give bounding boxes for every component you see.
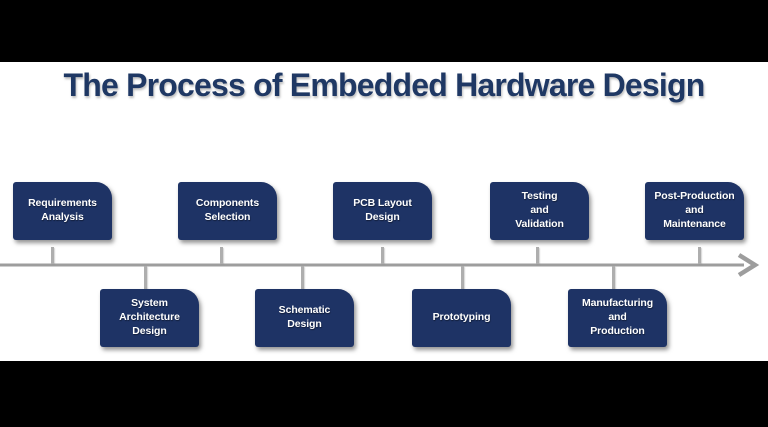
letterbox-bottom-bar — [0, 361, 768, 427]
step-box-post-production-and-maintenance: Post-Production and Maintenance — [645, 182, 744, 240]
step-box-pcb-layout-design: PCB Layout Design — [333, 182, 432, 240]
step-box-testing-and-validation: Testing and Validation — [490, 182, 589, 240]
step-label: Prototyping — [432, 311, 491, 324]
connector-tick — [220, 247, 223, 264]
step-label: PCB Layout Design — [353, 197, 412, 223]
step-label: System Architecture Design — [119, 297, 180, 337]
connector-tick — [536, 247, 539, 264]
step-box-manufacturing-and-production: Manufacturing and Production — [568, 289, 667, 347]
arrowhead-icon — [737, 253, 760, 277]
step-box-components-selection: Components Selection — [178, 182, 277, 240]
step-box-schematic-design: Schematic Design — [255, 289, 354, 347]
step-box-requirements-analysis: Requirements Analysis — [13, 182, 112, 240]
connector-tick — [51, 247, 54, 264]
timeline-arrow — [0, 253, 760, 277]
step-box-system-architecture-design: System Architecture Design — [100, 289, 199, 347]
step-label: Schematic Design — [278, 304, 331, 330]
connector-tick — [301, 266, 304, 291]
connector-tick — [381, 247, 384, 264]
step-label: Testing and Validation — [515, 190, 564, 230]
connector-tick — [698, 247, 701, 264]
step-label: Manufacturing and Production — [581, 297, 654, 337]
connector-tick — [612, 266, 615, 291]
letterbox-top-bar — [0, 0, 768, 62]
connector-tick — [144, 266, 147, 291]
connector-tick — [461, 266, 464, 291]
step-label: Components Selection — [195, 197, 260, 223]
step-label: Post-Production and Maintenance — [654, 190, 735, 230]
step-box-prototyping: Prototyping — [412, 289, 511, 347]
diagram-title: The Process of Embedded Hardware Design — [63, 67, 706, 103]
step-label: Requirements Analysis — [28, 197, 97, 223]
